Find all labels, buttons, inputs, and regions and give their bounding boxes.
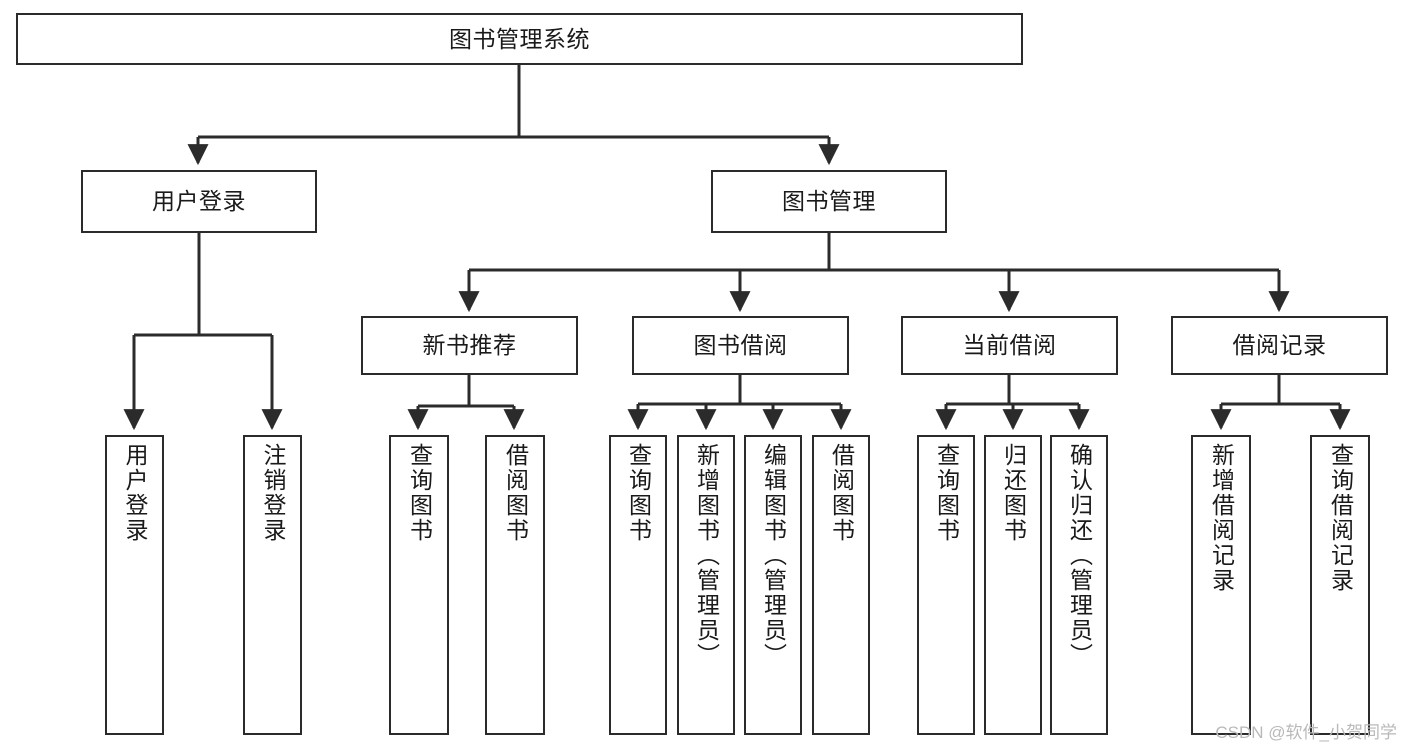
node-user-login[interactable]: 用户登录: [81, 170, 317, 233]
node-book-borrow-label: 图书借阅: [693, 332, 788, 359]
node-book-manage-label: 图书管理: [782, 188, 876, 215]
leaf-borrow-book-1-label: 借阅图书: [502, 443, 529, 543]
edges-bookmanage-level3: [458, 233, 1290, 313]
leaf-user-login[interactable]: 用户登录: [105, 435, 164, 735]
leaf-return-book-label: 归还图书: [1000, 443, 1027, 543]
node-book-manage[interactable]: 图书管理: [711, 170, 947, 233]
edges-borrowrecord-leaves: [1210, 375, 1351, 431]
leaf-query-record[interactable]: 查询借阅记录: [1310, 435, 1370, 735]
edges-bookborrow-leaves: [627, 375, 852, 431]
leaf-query-book-2-label: 查询图书: [625, 443, 652, 543]
leaf-add-record[interactable]: 新增借阅记录: [1191, 435, 1251, 735]
node-borrow-record-label: 借阅记录: [1232, 332, 1327, 359]
edges-userlogin-leaves: [123, 233, 283, 431]
leaf-borrow-book-1[interactable]: 借阅图书: [485, 435, 545, 735]
leaf-user-logout-label: 注销登录: [260, 443, 286, 543]
leaf-confirm-return[interactable]: 确认归还（管理员）: [1050, 435, 1108, 735]
node-root-label: 图书管理系统: [449, 25, 590, 52]
leaf-edit-book-label: 编辑图书（管理员）: [760, 443, 787, 668]
leaf-return-book[interactable]: 归还图书: [984, 435, 1042, 735]
node-current-borrow-label: 当前借阅: [962, 332, 1057, 359]
node-current-borrow[interactable]: 当前借阅: [901, 316, 1118, 375]
edges-newbook-leaves: [407, 375, 525, 431]
node-new-book-recommend[interactable]: 新书推荐: [361, 316, 578, 375]
leaf-add-record-label: 新增借阅记录: [1208, 443, 1235, 593]
leaf-edit-book[interactable]: 编辑图书（管理员）: [744, 435, 802, 735]
node-borrow-record[interactable]: 借阅记录: [1171, 316, 1388, 375]
leaf-user-login-label: 用户登录: [122, 443, 148, 543]
leaf-borrow-book-2[interactable]: 借阅图书: [812, 435, 870, 735]
leaf-add-book-label: 新增图书（管理员）: [693, 443, 720, 668]
leaf-add-book[interactable]: 新增图书（管理员）: [677, 435, 735, 735]
node-new-book-recommend-label: 新书推荐: [422, 332, 517, 359]
leaf-query-book-2[interactable]: 查询图书: [609, 435, 667, 735]
node-user-login-label: 用户登录: [152, 188, 246, 215]
leaf-borrow-book-2-label: 借阅图书: [828, 443, 855, 543]
watermark-text: CSDN @软件_小贺同学: [1215, 723, 1397, 742]
leaf-user-logout[interactable]: 注销登录: [243, 435, 302, 735]
edges-currentborrow-leaves: [935, 375, 1090, 431]
edges-root-level2: [187, 65, 840, 166]
leaf-query-book-1[interactable]: 查询图书: [389, 435, 449, 735]
leaf-confirm-return-label: 确认归还（管理员）: [1066, 443, 1093, 668]
node-root[interactable]: 图书管理系统: [16, 13, 1023, 65]
leaf-query-book-3-label: 查询图书: [933, 443, 960, 543]
leaf-query-record-label: 查询借阅记录: [1327, 443, 1354, 593]
leaf-query-book-3[interactable]: 查询图书: [917, 435, 975, 735]
node-book-borrow[interactable]: 图书借阅: [632, 316, 849, 375]
leaf-query-book-1-label: 查询图书: [406, 443, 433, 543]
